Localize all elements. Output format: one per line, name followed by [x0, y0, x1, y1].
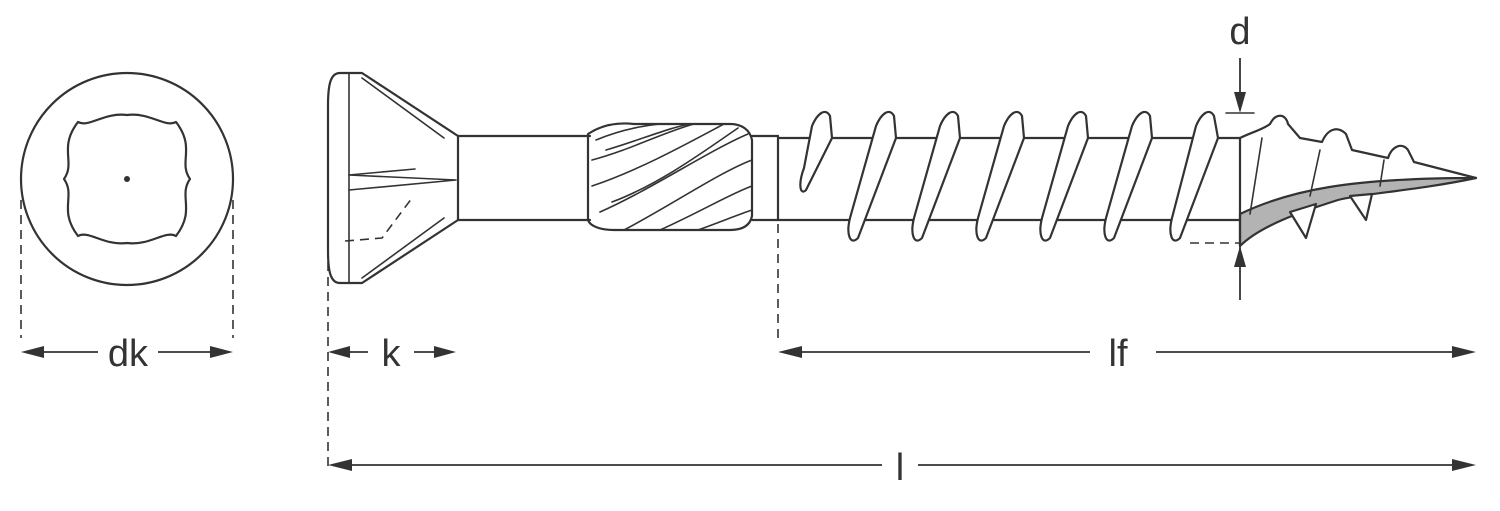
drive-recess-slot: [348, 174, 457, 191]
k-arrow-right: [434, 346, 456, 358]
thread-flank-7: [1169, 110, 1220, 242]
k-arrow-left: [328, 346, 350, 358]
l-arrow-left: [328, 459, 352, 471]
k-label: k: [382, 333, 402, 375]
torx-drive-icon: [62, 113, 192, 245]
drive-recess-top: [348, 168, 416, 176]
lf-arrow-left: [778, 346, 802, 358]
milling-ribs: [586, 122, 754, 232]
dimension-k: k: [328, 333, 456, 375]
head-top-view: [19, 71, 235, 338]
d-label: d: [1229, 11, 1250, 53]
dk-arrow-right: [210, 346, 233, 358]
rib-7: [697, 209, 753, 231]
rib-8: [605, 123, 691, 151]
dk-label: dk: [108, 333, 149, 375]
l-arrow-right: [1452, 459, 1476, 471]
d-arrow-top: [1234, 92, 1246, 113]
drive-center-point: [124, 176, 130, 182]
drive-recess-hidden: [344, 197, 413, 242]
thread-flank-5: [1039, 110, 1090, 242]
dimension-dk: dk: [21, 333, 233, 375]
rib-5: [623, 159, 753, 231]
tip-cut-section: [1238, 176, 1478, 248]
ribs-outline: [586, 122, 754, 232]
tip-flank-lines: [1249, 137, 1385, 215]
head-rib-bottom: [361, 217, 445, 279]
dimension-lf: lf: [778, 333, 1476, 375]
head-outer-circle: [19, 71, 235, 287]
thread-flank-1: [799, 110, 834, 193]
d-arrow-bottom: [1234, 246, 1246, 267]
rib-3: [591, 123, 725, 187]
l-label: l: [896, 447, 904, 489]
screw-shank: [456, 134, 592, 222]
rib-9: [611, 127, 739, 203]
screw-tip: [1190, 114, 1478, 248]
dimension-d: d: [1225, 11, 1255, 300]
lf-arrow-right: [1452, 346, 1476, 358]
dimension-l: l: [328, 447, 1476, 489]
head-outline: [326, 71, 460, 285]
thread-flanks: [799, 110, 1220, 242]
screw-side-view: [326, 71, 1478, 470]
thread-flank-4: [975, 110, 1026, 242]
unthreaded-section: [750, 134, 780, 340]
tip-lower-teeth: [1288, 202, 1318, 240]
tip-lower-teeth-2: [1348, 192, 1374, 222]
lf-label: lf: [1109, 333, 1128, 375]
rib-4: [599, 133, 749, 213]
screw-head: [326, 71, 460, 285]
tip-upper-outline: [1238, 114, 1478, 180]
thread-flank-3: [911, 110, 962, 242]
rib-2: [591, 123, 695, 161]
thread-flank-2: [847, 110, 898, 242]
head-rib-top: [361, 77, 445, 139]
thread-flank-6: [1103, 110, 1154, 242]
rib-1: [595, 123, 661, 141]
rib-6: [659, 185, 753, 231]
dk-arrow-left: [21, 346, 44, 358]
